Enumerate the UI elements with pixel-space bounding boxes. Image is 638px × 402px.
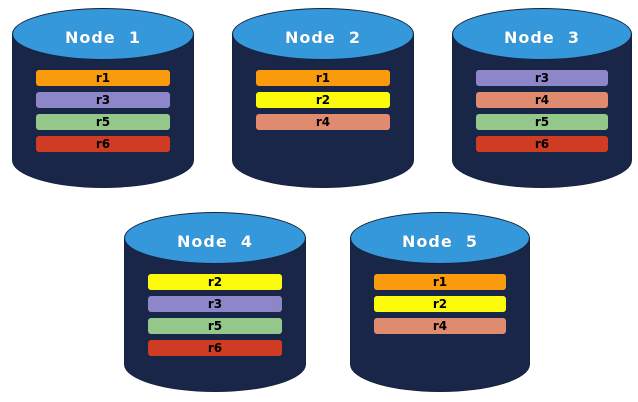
replica-stack: r1 r2 r4 [232,70,414,130]
replica-bar: r3 [476,70,608,86]
replica-bar: r4 [476,92,608,108]
cylinder-top-disc [232,8,414,60]
replica-stack: r1 r3 r5 r6 [12,70,194,152]
replica-bar: r1 [36,70,170,86]
replica-bar: r3 [36,92,170,108]
node-label: Node 4 [177,232,253,251]
cylinder-top-disc [452,8,632,60]
replica-bar: r4 [256,114,390,130]
replica-bar: r4 [374,318,506,334]
replica-stack: r1 r2 r4 [350,274,530,334]
replica-bar: r3 [148,296,282,312]
replica-stack: r2 r3 r5 r6 [124,274,306,356]
cylinder-top-disc [124,212,306,264]
replica-bar: r6 [36,136,170,152]
replica-stack: r3 r4 r5 r6 [452,70,632,152]
replica-bar: r1 [374,274,506,290]
replica-bar: r2 [148,274,282,290]
replica-bar: r6 [148,340,282,356]
node-label: Node 5 [402,232,478,251]
database-node-4: Node 4 r2 r3 r5 r6 [124,212,306,392]
replica-bar: r5 [476,114,608,130]
database-node-5: Node 5 r1 r2 r4 [350,212,530,392]
database-node-3: Node 3 r3 r4 r5 r6 [452,8,632,188]
replica-bar: r2 [256,92,390,108]
replica-bar: r6 [476,136,608,152]
replica-bar: r5 [36,114,170,130]
node-label: Node 3 [504,28,580,47]
replica-bar: r1 [256,70,390,86]
replica-bar: r5 [148,318,282,334]
cylinder-top-disc [12,8,194,60]
replica-bar: r2 [374,296,506,312]
node-label: Node 1 [65,28,141,47]
database-node-2: Node 2 r1 r2 r4 [232,8,414,188]
cylinder-top-disc [350,212,530,264]
database-node-1: Node 1 r1 r3 r5 r6 [12,8,194,188]
node-label: Node 2 [285,28,361,47]
